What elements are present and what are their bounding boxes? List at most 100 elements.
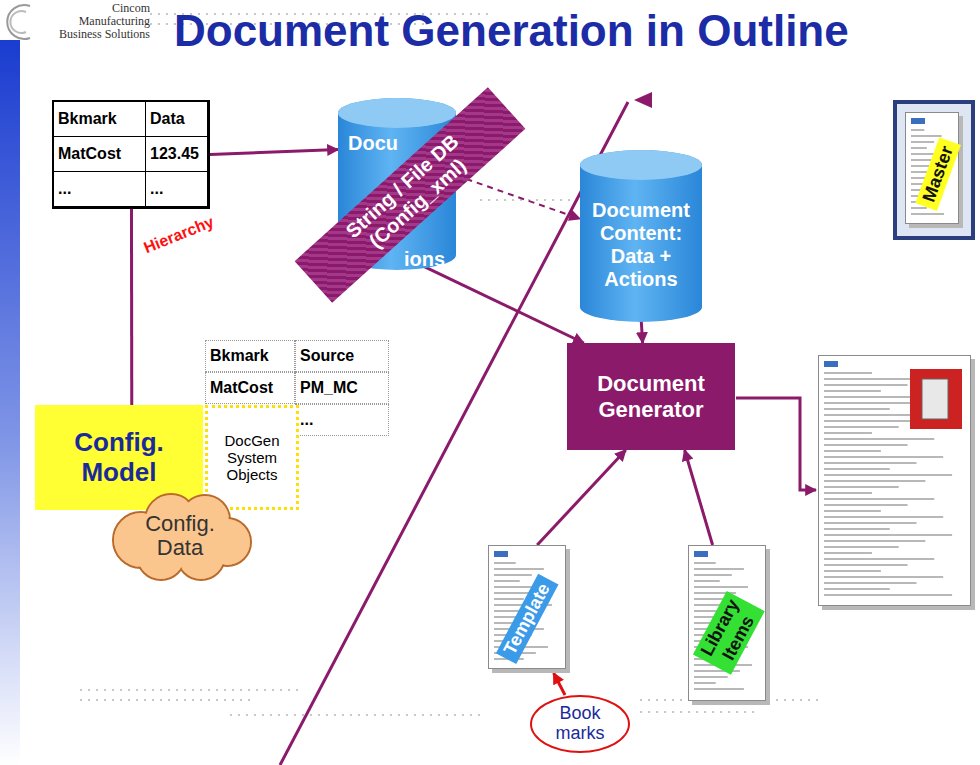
box-label: DocGen System Objects <box>212 432 292 484</box>
template-document: Template <box>488 545 570 673</box>
page-text-line <box>911 147 927 149</box>
page-text-line <box>824 534 952 536</box>
connector <box>130 209 133 405</box>
table-cell: MatCost <box>205 372 295 404</box>
page-logo <box>694 551 708 557</box>
page-text-line <box>824 480 925 482</box>
company-logo-text: Cincom Manufacturing Business Solutions <box>38 2 150 41</box>
cloud-label: Config. Data <box>125 512 235 560</box>
table-cell: PM_MC <box>295 372 389 404</box>
logo-mark <box>10 11 26 33</box>
cylinder-text: Document Content: Data + Actions <box>584 186 698 304</box>
page-text-line <box>824 546 899 548</box>
connector <box>456 175 580 218</box>
page-sheet <box>689 546 766 701</box>
page-text-line <box>824 510 881 512</box>
page-text-line <box>824 570 881 572</box>
machine-picture <box>922 379 948 419</box>
page-text-line <box>494 568 544 570</box>
connector <box>554 673 565 695</box>
page-text-line <box>824 468 890 470</box>
table-cell: ... <box>54 172 146 207</box>
boundary-arrowhead <box>634 92 652 108</box>
process-box: Document Generator <box>567 343 735 450</box>
page-text-line <box>824 516 943 518</box>
cylinder-top <box>580 150 702 180</box>
page-text-line <box>824 462 916 464</box>
page-text-line <box>694 574 732 576</box>
page-text-line <box>911 165 929 167</box>
page-text-line <box>824 456 943 458</box>
table-cell: ... <box>146 172 208 207</box>
machine-picture <box>910 369 962 429</box>
page-text-line <box>494 580 520 582</box>
page-text-line <box>824 492 872 494</box>
page-text-line <box>494 598 524 600</box>
library-document: Library Items <box>688 545 770 705</box>
page-sheet <box>489 546 566 669</box>
connector <box>685 450 713 545</box>
cylinder-label: ions <box>404 248 445 271</box>
system-objects-box: DocGen System Objects <box>205 405 299 510</box>
page-text-line <box>824 402 916 404</box>
cylinder-label: Document Content: Data + Actions <box>584 199 698 291</box>
page-text-line <box>824 594 952 596</box>
logo-mark <box>7 5 30 39</box>
page-text-line <box>694 562 716 564</box>
box-label: Document Generator <box>576 371 726 422</box>
page-text-line <box>824 372 872 374</box>
page-text-line <box>694 580 720 582</box>
page-text-line <box>494 562 516 564</box>
page-text-line <box>911 207 927 209</box>
table-cell: Source <box>295 340 389 372</box>
connector <box>210 150 338 155</box>
page-text-line <box>694 688 744 690</box>
slide-title: Document Generation in Outline <box>174 6 849 56</box>
page-text-line <box>824 438 934 440</box>
page-logo <box>494 551 508 557</box>
cylinder-label: Docu <box>348 132 398 155</box>
page-text-line <box>824 486 899 488</box>
page-logo <box>911 118 925 124</box>
page-text-line <box>824 408 890 410</box>
page-text-line <box>824 522 916 524</box>
cylinder-body <box>580 150 702 322</box>
output-connector <box>736 398 816 490</box>
page-text-line <box>824 576 943 578</box>
page-text-line <box>824 384 908 386</box>
table-cell: Bkmark <box>54 102 146 137</box>
config-data-cloud: Config. Data <box>105 490 255 582</box>
page-text-line <box>824 582 916 584</box>
table-cell: ... <box>295 404 389 436</box>
connector <box>537 450 626 545</box>
page-text-line <box>824 444 908 446</box>
page-text-line <box>824 528 890 530</box>
page-text-line <box>824 426 899 428</box>
connector <box>421 265 584 343</box>
callout-ellipse: Book marks <box>530 695 630 753</box>
document-page <box>818 355 975 610</box>
page-text-line <box>824 498 934 500</box>
master-document: Master <box>893 100 975 240</box>
table-cell: Bkmark <box>205 340 295 372</box>
page-text-line <box>694 586 748 588</box>
table-cell: MatCost <box>54 137 146 172</box>
output-document <box>818 355 976 611</box>
hierarchy-label: Hierarchy <box>141 213 216 257</box>
page-sheet <box>819 356 971 606</box>
database-cylinder: Document Content: Data + Actions <box>580 150 702 322</box>
cylinder-top <box>338 98 456 128</box>
page-text-line <box>824 504 908 506</box>
page-text-line <box>694 676 728 678</box>
page-text-line <box>694 682 716 684</box>
page-text-line <box>911 141 934 143</box>
box-label: Book marks <box>545 704 615 744</box>
table-cell: Data <box>146 102 208 137</box>
page-text-line <box>824 390 881 392</box>
page-text-line <box>824 432 872 434</box>
box-label: Config. Model <box>44 428 194 488</box>
page-text-line <box>911 213 944 215</box>
table-cell: 123.45 <box>146 137 208 172</box>
page-text-line <box>824 558 934 560</box>
